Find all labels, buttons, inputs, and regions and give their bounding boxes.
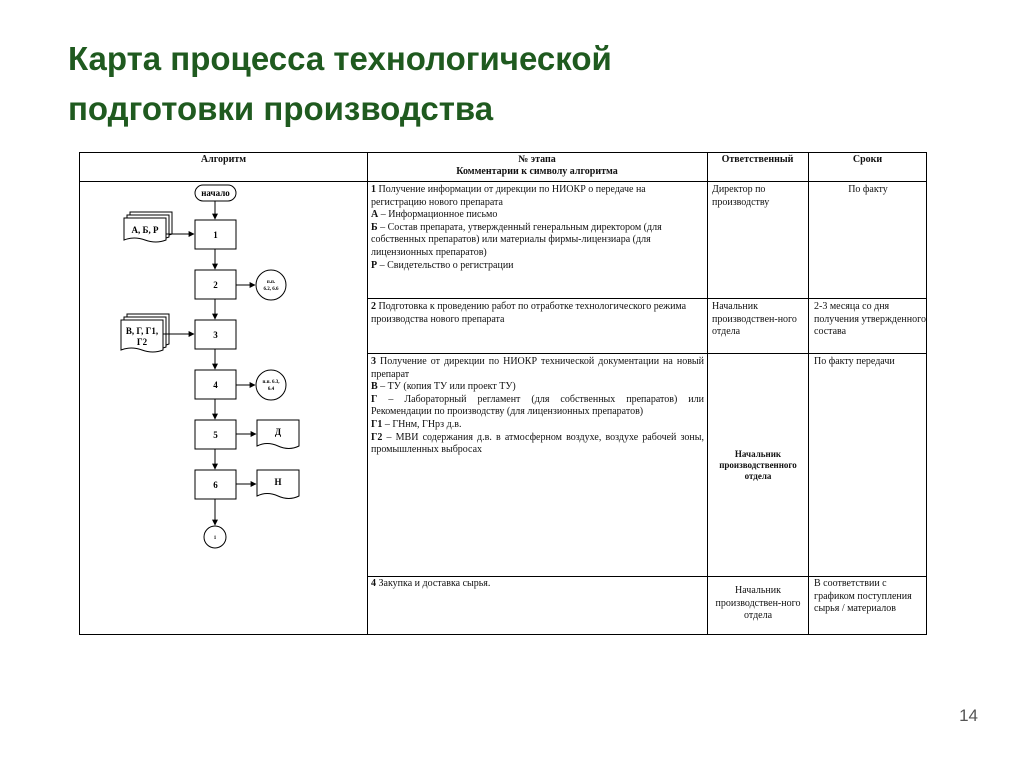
flow-step-4 — [194, 369, 237, 400]
row-4-responsible: Начальник производствен-ного отдела — [715, 585, 801, 622]
stage-text: – МВИ содержания д.в. в атмосферном возд… — [371, 431, 704, 456]
flow-ref-2-line-1: п.п. — [267, 280, 276, 285]
flow-input-abp-label: А, Б, Р — [132, 225, 159, 235]
stage-text: – Информационное письмо — [378, 209, 498, 221]
stage-text: – ТУ (копия ТУ или проект ТУ) — [377, 381, 516, 393]
column-divider — [367, 153, 368, 634]
page-number: 14 — [959, 706, 978, 725]
slide-title-line-2: подготовки производства — [68, 90, 494, 127]
flow-output-doc-d — [256, 419, 300, 449]
header-stage: № этапа Комментарии к символу алгоритма — [367, 154, 707, 178]
slide-title-line-1: Карта процесса технологической — [68, 40, 612, 77]
stage-key: А — [371, 209, 379, 221]
flow-start-label: начало — [201, 188, 230, 198]
stage-text: – ГНнм, ГНрз д.в. — [382, 418, 462, 430]
row-4-deadline: В соответствии с графиком поступления сы… — [814, 578, 912, 615]
flow-input-vgg-label-1: В, Г, Г1, — [126, 326, 158, 336]
flow-output-n-label: Н — [274, 477, 281, 487]
stage-key: Г — [371, 393, 378, 405]
header-deadlines: Сроки — [852, 154, 883, 165]
flow-step-4-label: 4 — [213, 380, 218, 390]
flow-output-d-label: Д — [275, 427, 282, 437]
row-2-deadline: 2-3 месяца со дня получения утвержденног… — [814, 301, 926, 338]
flow-ref-circle-2 — [255, 269, 287, 301]
header-stage-line-2: Комментарии к символу алгоритма — [456, 166, 618, 177]
stage-key: В — [371, 381, 378, 393]
row-divider — [367, 576, 926, 577]
flow-ref-2-line-2: 6.2, 6.6 — [264, 287, 280, 292]
row-2-stage: 2 Подготовка к проведению работ по отраб… — [371, 301, 701, 326]
stage-text: – Состав препарата, утвержденный генерал… — [371, 221, 662, 258]
row-1-deadline: По факту — [848, 184, 888, 195]
stage-key: 4 — [371, 578, 376, 589]
header-algorithm: Алгоритм — [200, 154, 247, 165]
flow-step-3-label: 3 — [213, 330, 218, 340]
column-divider — [707, 153, 708, 634]
row-1-responsible: Директор по производству — [712, 184, 770, 208]
stage-text: Закупка и доставка сырья. — [376, 578, 491, 589]
stage-text: – Свидетельство о регистрации — [377, 259, 514, 271]
flow-step-6-label: 6 — [213, 480, 218, 490]
flow-output-doc-n — [256, 469, 300, 499]
flow-ref-4-line-1: п.п. 6.3, — [262, 380, 280, 385]
flow-end-connector-circle — [203, 525, 227, 549]
row-3-responsible: Начальник производственного отдела — [719, 449, 797, 481]
stage-key: Р — [371, 259, 378, 271]
flow-step-3 — [194, 319, 237, 350]
stage-key: 2 — [371, 301, 376, 312]
row-divider — [367, 353, 926, 354]
flow-step-2-label: 2 — [213, 280, 218, 290]
stage-text: Подготовка к проведению работ по отработ… — [371, 301, 687, 325]
row-divider — [367, 298, 926, 299]
stage-key: 1 — [371, 184, 376, 195]
stage-key: Г1 — [371, 418, 383, 430]
row-2-responsible: Начальник производствен-ного отдела — [712, 301, 797, 338]
flow-step-5-label: 5 — [213, 430, 218, 440]
stage-text: Получение от дирекции по НИОКР техническ… — [371, 356, 704, 380]
stage-text: – Лабораторный регламент (для собственны… — [371, 393, 704, 418]
header-stage-line-1: № этапа — [518, 154, 556, 165]
stage-key: 3 — [371, 356, 376, 367]
row-3-stage: 3 Получение от дирекции по НИОКР техниче… — [371, 356, 704, 457]
row-4-stage: 4 Закупка и доставка сырья. — [371, 578, 701, 591]
column-divider — [808, 153, 809, 634]
stage-key: Г2 — [371, 431, 383, 443]
process-map-table: Алгоритм № этапа Комментарии к символу а… — [79, 152, 927, 635]
flow-step-2 — [194, 269, 237, 300]
header-responsible: Ответственный — [721, 154, 794, 165]
row-1-stage: 1 Получение информации от дирекции по НИ… — [371, 184, 701, 272]
flow-ref-4-line-2: 6.4 — [268, 387, 275, 392]
flow-step-1-label: 1 — [213, 230, 218, 240]
flow-end-connector-label: 1 — [214, 536, 217, 541]
slide-title: Карта процесса технологической подготовк… — [68, 34, 968, 134]
flow-step-1 — [194, 219, 237, 250]
stage-key: Б — [371, 221, 378, 233]
stage-text: Получение информации от дирекции по НИОК… — [371, 184, 646, 208]
header-divider — [80, 181, 926, 182]
algorithm-flowchart: начало 1 2 3 4 5 6 А, Б, Р В, Г, Г1, Г2 … — [120, 184, 300, 549]
flow-ref-circle-4 — [255, 369, 287, 401]
row-3-deadline: По факту передачи — [814, 356, 895, 367]
flow-input-vgg-label-2: Г2 — [137, 337, 148, 347]
